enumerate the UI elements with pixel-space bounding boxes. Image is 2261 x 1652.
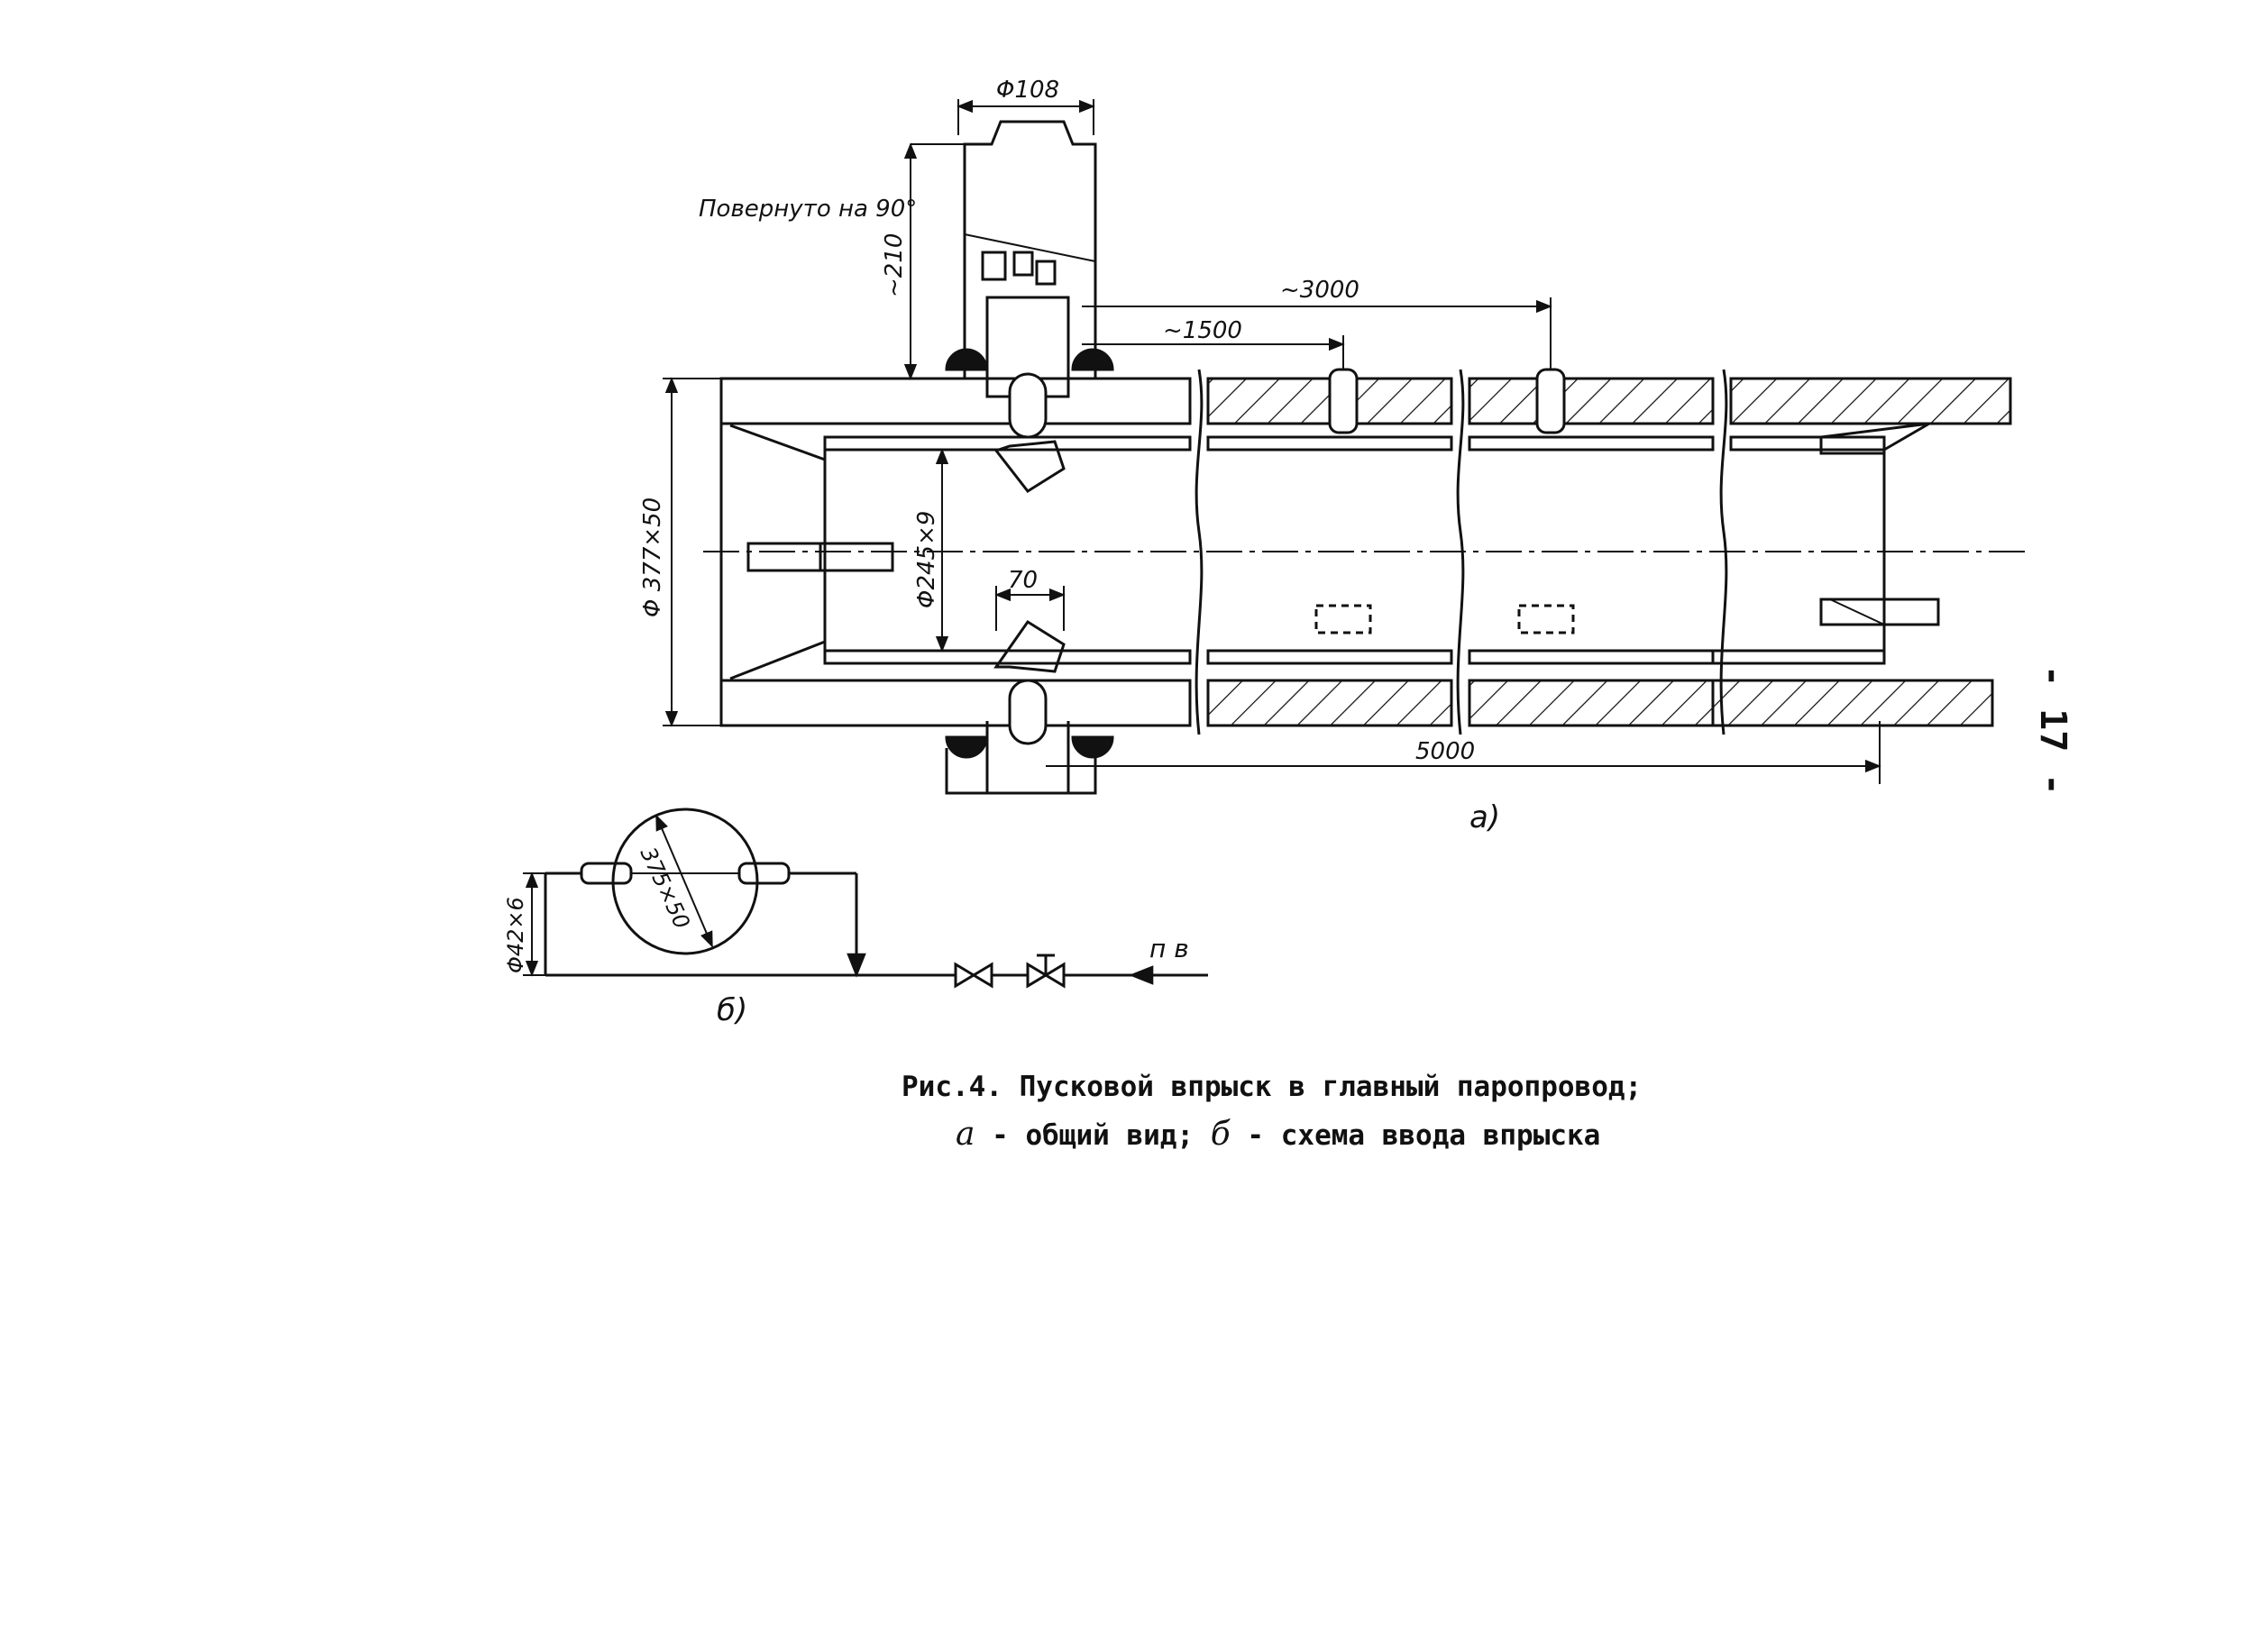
caption-a-text: - общий вид; — [975, 1119, 1211, 1152]
pipe-wall-bottom-3 — [1468, 679, 1715, 727]
dim-d108: Φ108 — [996, 77, 1059, 104]
injection-scheme — [523, 808, 1208, 989]
valve-1 — [954, 962, 993, 989]
dimension-lines — [663, 99, 1881, 784]
main-pipe — [703, 368, 2028, 735]
caption-a-letter: а — [956, 1116, 975, 1153]
pipe-wall-top-4 — [1729, 377, 2012, 425]
page-number: - 17 - — [2032, 665, 2073, 796]
pipe-wall-bottom-4 — [1711, 679, 1994, 727]
right-pin-top — [1819, 435, 1886, 455]
label-pv: п в — [1149, 934, 1189, 963]
scheme-pipe-circle — [611, 808, 759, 955]
right-nozzle-stub — [737, 862, 791, 885]
right-pin-bottom — [1819, 598, 1940, 626]
thermo-plug-2 — [1535, 368, 1566, 434]
dim-d375: 375×50 — [636, 844, 695, 933]
dim-l5000: 5000 — [1415, 738, 1475, 765]
caption-b-letter: б — [1210, 1116, 1231, 1153]
part-label-b: б) — [717, 992, 747, 1028]
thermo-plug-1 — [1328, 368, 1359, 434]
dim-rotated: Повернуто на 90° — [699, 196, 917, 223]
pipe-wall-top-3 — [1468, 377, 1715, 425]
pipe-wall-top-1 — [719, 377, 1192, 425]
dim-w70: 70 — [1008, 567, 1038, 594]
pipe-wall-bottom-2 — [1206, 679, 1453, 727]
injection-nozzle-top — [945, 120, 1114, 493]
dim-d245: Φ245×9 — [913, 511, 940, 608]
dimension-texts: Φ108 Повернуто на 90° ~210 ~3000 ~1500 Φ… — [503, 77, 1500, 1028]
dim-d377: Φ 377×50 — [639, 497, 666, 617]
caption-b-text: - схема ввода впрыска — [1230, 1119, 1601, 1152]
dim-l3000: ~3000 — [1280, 277, 1359, 304]
dim-l1500: ~1500 — [1163, 317, 1242, 344]
left-nozzle-stub — [580, 862, 633, 885]
dim-h210: ~210 — [881, 233, 908, 297]
injection-nozzle-bottom — [945, 619, 1114, 795]
figure-caption-line1: Рис.4. Пусковой впрыск в главный паропро… — [902, 1071, 1643, 1103]
figure-caption-line2: а - общий вид; б - схема ввода впрыска — [956, 1116, 1600, 1153]
pipe-wall-bottom-1 — [719, 679, 1192, 727]
part-label-a: а) — [1469, 799, 1500, 835]
dim-d42: Φ42×6 — [503, 897, 528, 973]
